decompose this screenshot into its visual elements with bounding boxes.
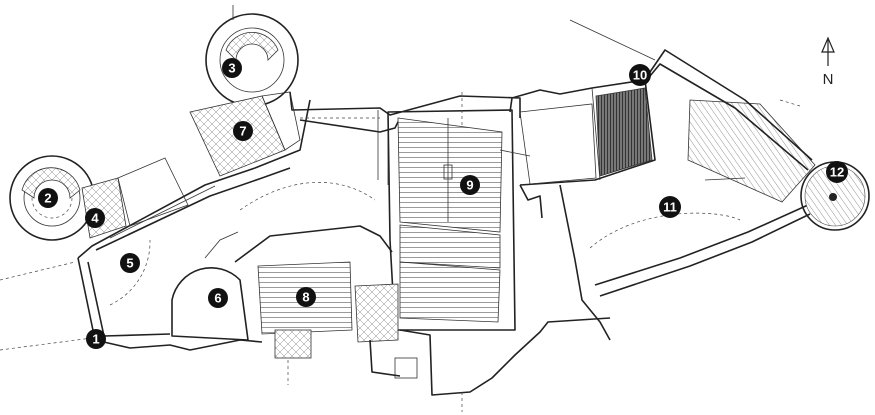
- marker-12: 12: [826, 161, 848, 183]
- marker-3: 3: [222, 58, 242, 78]
- section-lines: [0, 99, 801, 412]
- marker-8-label: 8: [302, 290, 309, 305]
- marker-10-label: 10: [633, 68, 647, 83]
- north-label: N: [823, 71, 834, 88]
- rooms-6-8: [109, 181, 399, 359]
- marker-6-label: 6: [214, 291, 221, 306]
- rooms-4-7: [81, 91, 301, 239]
- marker-6: 6: [208, 288, 228, 308]
- marker-7: 7: [233, 121, 253, 141]
- marker-9-label: 9: [466, 178, 473, 193]
- marker-4-label: 4: [91, 211, 99, 226]
- marker-3-label: 3: [228, 61, 235, 76]
- east-block: [509, 79, 656, 186]
- marker-8: 8: [296, 287, 316, 307]
- marker-12-label: 12: [830, 165, 844, 180]
- marker-11-label: 11: [663, 200, 677, 215]
- south-annex: [369, 317, 611, 396]
- north-arrow-icon: N: [821, 36, 835, 88]
- garden-terrace: [519, 19, 816, 341]
- marker-2-label: 2: [44, 191, 51, 206]
- tower-3: [205, 5, 299, 107]
- marker-5: 5: [120, 253, 140, 273]
- marker-9: 9: [460, 175, 480, 195]
- marker-1-label: 1: [92, 332, 99, 347]
- marker-11: 11: [659, 196, 681, 218]
- marker-10: 10: [629, 64, 651, 86]
- marker-1: 1: [86, 329, 106, 349]
- hall-9: [387, 92, 531, 331]
- marker-5-label: 5: [126, 256, 133, 271]
- marker-2: 2: [38, 188, 58, 208]
- marker-7-label: 7: [239, 124, 246, 139]
- marker-4: 4: [85, 208, 105, 228]
